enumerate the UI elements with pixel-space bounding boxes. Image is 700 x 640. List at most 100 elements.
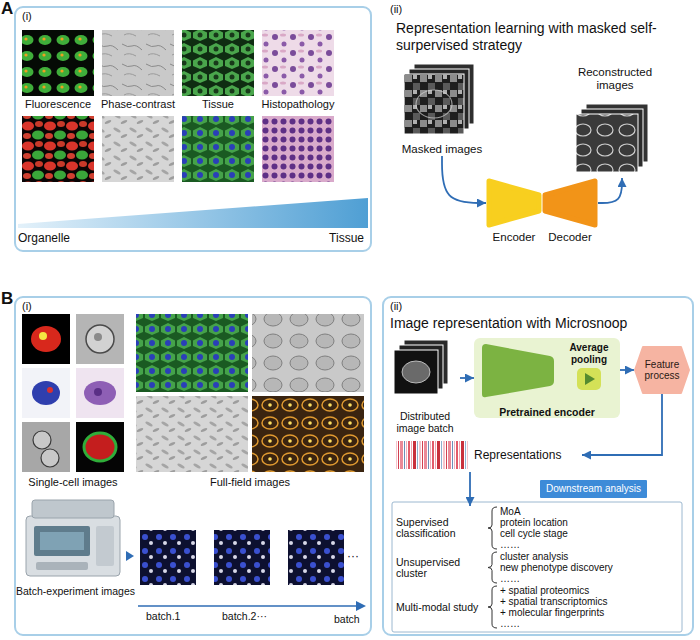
machine-window	[34, 526, 90, 556]
batch-image	[288, 530, 344, 585]
cell-spot	[94, 333, 102, 341]
label-slot: Organelle	[18, 231, 70, 245]
axis-label: batch	[334, 613, 360, 625]
box-subtext: + spatial transcriptomics	[500, 596, 608, 607]
single-cell-image	[22, 368, 70, 418]
cell-body	[86, 325, 114, 353]
full-field-image	[252, 314, 364, 392]
cell-spot	[94, 388, 102, 396]
subpanel-number: (ii)	[390, 3, 402, 15]
label-slot: ···	[347, 549, 359, 563]
box-subtext: protein location	[500, 517, 568, 528]
task-group: Multi-modal study + spatial proteomics+ s…	[396, 585, 678, 629]
cell-body	[41, 449, 59, 467]
cell-outline	[416, 90, 452, 118]
cell-body	[84, 433, 116, 461]
item-column: MoAprotein locationcell cycle stage……	[500, 506, 568, 550]
item-column: + spatial proteomics+ spatial transcript…	[500, 585, 608, 629]
encoder-block: Encoder	[486, 178, 542, 250]
cell-spot	[39, 332, 47, 340]
machine-lid	[32, 500, 114, 518]
single-cell-image	[76, 314, 124, 364]
representation-barcode	[396, 441, 468, 469]
brace	[488, 507, 497, 549]
machine-panel	[96, 526, 114, 566]
ellipsis-mark: ···	[347, 549, 359, 563]
subpanel-title: Representation learning with masked self…	[396, 20, 657, 53]
machine-body	[26, 516, 120, 576]
pooling-icon	[577, 368, 601, 390]
label-slot: Tissue	[310, 231, 364, 245]
box-text: (ii)	[390, 300, 686, 313]
axis-label: batch.1	[146, 610, 180, 622]
representation-row: Representations	[392, 438, 582, 472]
box-text: Multi-modal study	[396, 602, 478, 613]
image-caption: Tissue	[202, 98, 234, 110]
box-subtext: ……	[500, 539, 568, 550]
category-column: Multi-modal study	[396, 585, 484, 629]
single-cell-image	[76, 368, 124, 418]
shape-fill	[635, 347, 689, 393]
label-slot: Fluorescence	[18, 98, 98, 111]
encoder-group: Average poolingPretrained encoder	[474, 338, 620, 418]
image-caption: Full-field images	[210, 476, 290, 488]
box-subtext: + molecular fingerprints	[500, 607, 608, 618]
box-text: Masked images	[402, 143, 483, 156]
panel-box: (i)	[14, 296, 372, 636]
full-field-image	[136, 314, 248, 392]
micrograph-image	[102, 116, 174, 182]
image-stack: Distributed image batch	[390, 338, 460, 434]
label-slot: A	[1, 0, 13, 19]
full-field-image	[252, 396, 364, 472]
micrograph-image	[102, 30, 174, 96]
box-subtext: Image representation with Microsnoop	[390, 315, 686, 332]
box-subtext: ……	[500, 618, 608, 629]
pooling-block: Average pooling	[562, 342, 616, 392]
task-group: Supervised classification MoAprotein loca…	[396, 506, 678, 550]
box-text: Pretrained encoder	[499, 406, 595, 418]
box-subtext: cell cycle stage	[500, 528, 568, 539]
micrograph-image	[262, 30, 334, 96]
box-text: (i)	[22, 10, 364, 23]
shape-fill	[489, 181, 539, 225]
arrow-connector	[620, 369, 634, 371]
panel-box: (i)	[14, 6, 372, 252]
box-text: Downstream analysis	[546, 480, 641, 498]
label-slot: Batch-experiment images	[16, 585, 135, 598]
machine-plate	[36, 562, 88, 570]
item-column: cluster analysisnew phenotype discovery……	[500, 551, 613, 584]
image-caption: Histopathology	[262, 98, 335, 110]
micrograph-image	[182, 30, 254, 96]
section-tag: Downstream analysis	[540, 480, 647, 498]
cell-body	[32, 381, 60, 405]
label-slot: Phase-contrast	[98, 98, 178, 111]
image-stack: Masked images	[396, 62, 488, 156]
box-subtext: new phenotype discovery	[500, 562, 613, 573]
pooling-icon	[585, 373, 595, 385]
panel-letter: B	[1, 289, 13, 308]
box-text: (i)	[22, 300, 364, 313]
batch-axis	[138, 605, 358, 607]
label-slot: batch	[334, 613, 360, 626]
category-column: Unsupervised cluster	[396, 551, 484, 584]
single-cell-image	[76, 422, 124, 472]
cell-body	[33, 431, 51, 449]
box-text: Average pooling	[562, 342, 616, 365]
box-text: Decoder	[542, 231, 598, 244]
image-caption: Phase-contrast	[101, 98, 175, 110]
arrow-connector	[582, 394, 662, 455]
box-text: Supervised classification	[396, 517, 484, 539]
arrow-head	[126, 551, 134, 561]
scale-wedge	[18, 198, 368, 228]
box-text: Representations	[474, 448, 561, 462]
box-subtext: + spatial proteomics	[500, 585, 608, 596]
cell-spot	[47, 387, 53, 393]
box-text: Encoder	[486, 231, 542, 244]
cell-body	[402, 361, 430, 383]
label-slot: batch.1	[146, 610, 180, 623]
label-slot: Histopathology	[258, 98, 338, 111]
micrograph-image	[22, 116, 94, 182]
image-stack: Reconstructed images	[560, 66, 670, 178]
encoder-shape	[482, 344, 554, 397]
